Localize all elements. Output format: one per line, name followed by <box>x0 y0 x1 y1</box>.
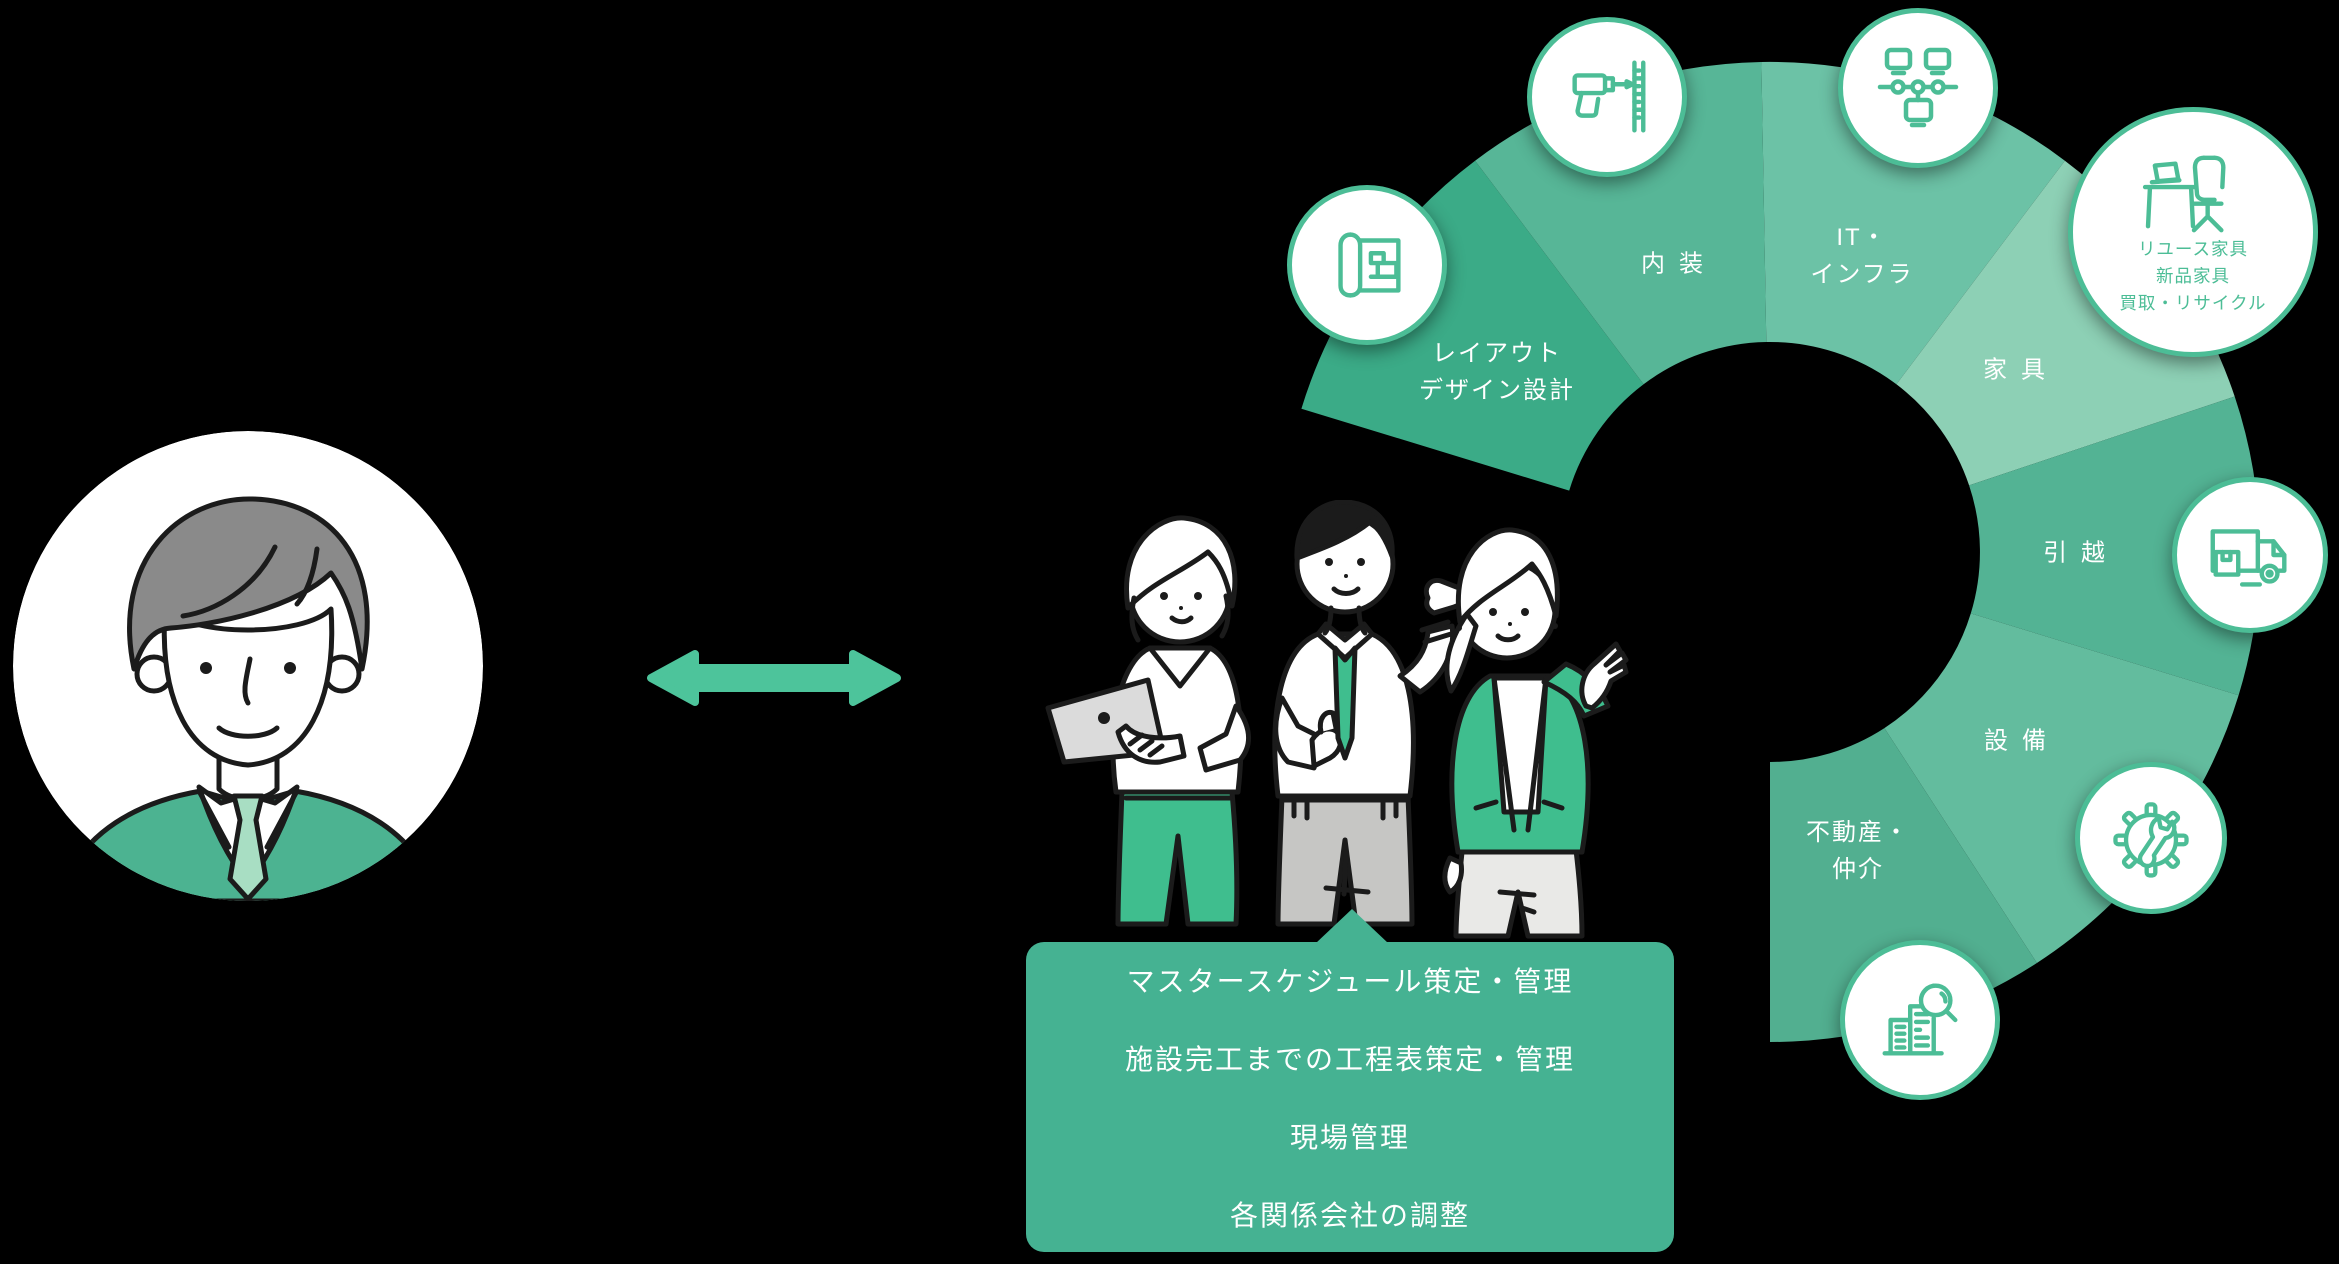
pm-callout-box: マスタースケジュール策定・管理 施設完工までの工程表策定・管理 現場管理 各関係… <box>1026 909 1674 1252</box>
callout-line: 現場管理 <box>1289 1122 1410 1153</box>
furniture-bubble-label: リユース家具 新品家具 買取・リサイクル <box>2119 238 2267 313</box>
client-avatar <box>13 431 483 901</box>
segment-label-it-infra: IT・ インフラ <box>1810 224 1914 288</box>
gear-wrench-icon <box>2075 762 2227 914</box>
teammate-center <box>1272 500 1465 927</box>
callout-line: 各関係会社の調整 <box>1229 1200 1470 1231</box>
teammate-right <box>1442 527 1629 939</box>
callout-pointer <box>1316 909 1388 943</box>
team-illustration <box>1045 500 1629 939</box>
ring-segment-layout-design <box>1301 160 1644 491</box>
ring-segment-furniture <box>1896 160 2235 486</box>
drill-icon <box>1527 17 1687 177</box>
double-arrow-icon <box>647 650 901 706</box>
truck-icon <box>2172 477 2328 633</box>
segment-label-layout-design: レイアウト デザイン設計 <box>1419 340 1575 404</box>
segment-label-moving: 引越 <box>2043 539 2119 567</box>
segment-label-furniture: 家具 <box>1983 356 2059 384</box>
building-search-icon <box>1840 940 2000 1100</box>
network-icon <box>1838 8 1998 168</box>
client-avatar-illustration <box>13 431 483 901</box>
blueprint-icon <box>1287 185 1447 345</box>
furniture-icon <box>2142 155 2226 232</box>
ring-segment-it-infra <box>1761 61 2065 385</box>
segment-label-equipment: 設備 <box>1984 727 2060 755</box>
ring-segment-moving <box>1969 396 2261 696</box>
ring-segment-equipment <box>1884 613 2239 963</box>
furniture-reuse-bubble: リユース家具 新品家具 買取・リサイクル <box>2068 107 2318 357</box>
callout-line: マスタースケジュール策定・管理 <box>1126 966 1574 997</box>
segment-label-interior: 内装 <box>1641 250 1717 278</box>
callout-line: 施設完工までの工程表策定・管理 <box>1124 1044 1575 1075</box>
segment-label-real-estate: 不動産・ 仲介 <box>1806 819 1910 883</box>
teammate-left <box>1045 515 1251 927</box>
